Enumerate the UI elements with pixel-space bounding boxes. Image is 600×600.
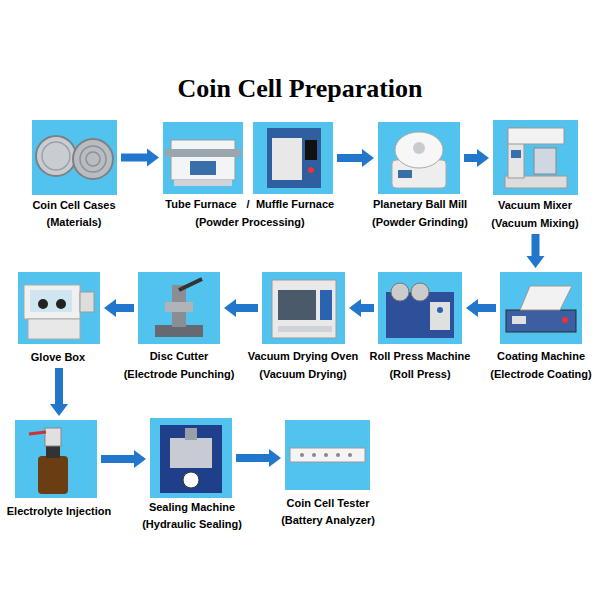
flow-arrow	[121, 149, 159, 167]
step-label: Coin Cell Tester	[287, 496, 370, 510]
process-step: Vacuum Drying Oven(Vacuum Drying)	[262, 272, 345, 344]
pipette-picture	[15, 420, 97, 498]
step-label: Glove Box	[31, 350, 85, 364]
process-step: Coating Machine(Electrode Coating)	[500, 272, 582, 344]
process-step: Coin Cell Cases(Materials)	[32, 120, 117, 195]
diagram-title: Coin Cell Preparation	[0, 74, 600, 104]
coin-cell-picture	[32, 120, 117, 195]
step-label: /	[246, 197, 249, 211]
step-label: (Powder Grinding)	[372, 215, 468, 229]
flow-arrow	[50, 368, 68, 416]
process-step: Coin Cell Tester(Battery Analyzer)	[285, 420, 370, 490]
vacuum-mixer-picture	[493, 120, 578, 195]
step-label: Muffle Furnace	[256, 197, 334, 211]
step-label: (Hydraulic Sealing)	[142, 517, 242, 531]
ball-mill-picture	[378, 122, 460, 194]
step-label: Coating Machine	[497, 349, 585, 363]
step-label: Disc Cutter	[150, 349, 209, 363]
flow-arrow	[104, 299, 134, 317]
step-label: Electrolyte Injection	[7, 504, 112, 518]
glove-box-picture	[18, 272, 100, 344]
step-label: (Roll Press)	[389, 367, 450, 381]
step-label: (Powder Processing)	[195, 215, 304, 229]
drying-oven-picture	[262, 272, 345, 344]
tester-picture	[285, 420, 370, 490]
flow-arrow	[236, 449, 281, 467]
step-label: Roll Press Machine	[370, 349, 471, 363]
flow-arrow	[224, 299, 258, 317]
flow-arrow	[337, 149, 374, 167]
step-label: (Battery Analyzer)	[281, 513, 375, 527]
flow-arrow	[101, 450, 146, 468]
disc-cutter-picture	[138, 272, 220, 344]
step-label: (Vacuum Mixing)	[491, 216, 578, 230]
step-label: Tube Furnace	[165, 197, 236, 211]
roll-press-picture	[378, 272, 462, 344]
step-label: Coin Cell Cases	[32, 198, 115, 212]
process-step: Glove Box	[18, 272, 100, 344]
flow-arrow	[527, 234, 545, 268]
process-step: Planetary Ball Mill(Powder Grinding)	[378, 122, 460, 194]
step-label: (Vacuum Drying)	[259, 367, 346, 381]
process-step: Sealing Machine(Hydraulic Sealing)	[150, 418, 232, 498]
sealing-machine-picture	[150, 418, 232, 498]
flow-arrow	[349, 299, 374, 317]
process-step: Tube Furnace/Muffle Furnace(Powder Proce…	[163, 122, 333, 194]
process-step: Electrolyte Injection	[15, 420, 97, 498]
step-label: (Electrode Punching)	[124, 367, 235, 381]
step-label: (Materials)	[46, 215, 101, 229]
flow-arrow	[464, 149, 489, 167]
step-label: Planetary Ball Mill	[373, 197, 467, 211]
flow-arrow	[466, 299, 496, 317]
process-step: Disc Cutter(Electrode Punching)	[138, 272, 220, 344]
process-step: Roll Press Machine(Roll Press)	[378, 272, 462, 344]
step-label: (Electrode Coating)	[490, 367, 591, 381]
coating-machine-picture	[500, 272, 582, 344]
step-label: Vacuum Mixer	[498, 198, 572, 212]
muffle-furnace-picture	[253, 122, 333, 194]
tube-furnace-picture	[163, 122, 243, 194]
process-step: Vacuum Mixer(Vacuum Mixing)	[493, 120, 578, 195]
step-label: Vacuum Drying Oven	[248, 349, 359, 363]
step-label: Sealing Machine	[149, 500, 235, 514]
